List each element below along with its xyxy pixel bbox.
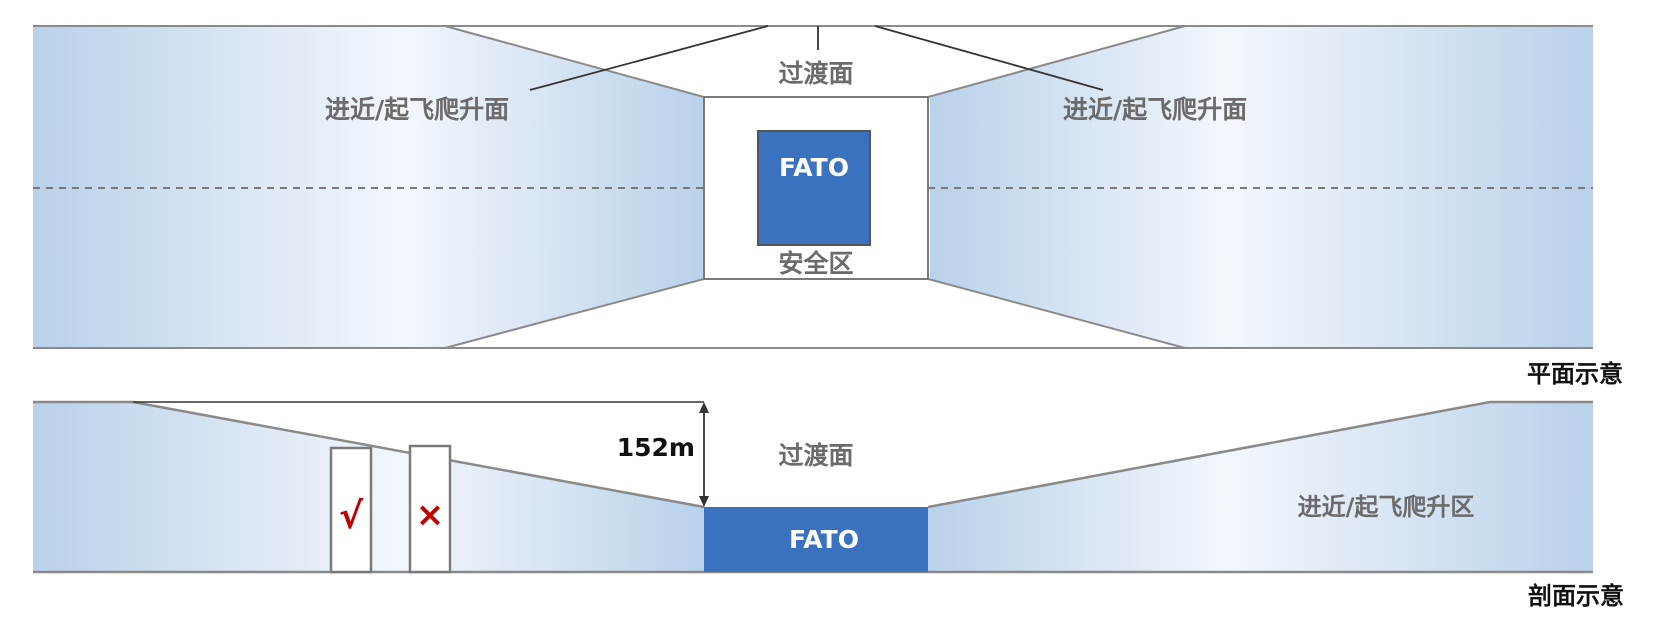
leader-line-right	[874, 25, 1104, 91]
obstacle-allowed	[329, 446, 373, 574]
plan-caption: 平面示意	[1527, 360, 1623, 388]
section-right-zone-label: 进近/起飞爬升区	[1298, 493, 1475, 521]
section-fato-label: FATO	[789, 525, 859, 554]
plan-view: 进近/起飞爬升面 进近/起飞爬升面 过渡面 FATO 安全区 平面示意	[33, 25, 1623, 388]
plan-safety-area-label: 安全区	[778, 249, 853, 278]
plan-transition-label: 过渡面	[778, 59, 853, 88]
section-transition-label: 过渡面	[778, 441, 853, 470]
leader-line-left	[529, 25, 769, 91]
height-arrow-down	[699, 496, 709, 507]
section-fato	[704, 507, 928, 572]
height-arrow-up	[699, 402, 709, 413]
plan-left-surface	[33, 26, 705, 348]
section-right-slope	[927, 400, 1593, 509]
section-view: √ × 152m FATO 过渡面 进近/起飞爬升区 剖面示意	[33, 400, 1624, 610]
section-right-zone	[928, 402, 1593, 572]
plan-fato	[757, 130, 871, 246]
plan-right-surface-label: 进近/起飞爬升面	[1063, 95, 1247, 124]
plan-left-surface-label: 进近/起飞爬升面	[325, 95, 509, 124]
obstacle-not-allowed	[408, 444, 452, 574]
plan-right-surface	[930, 26, 1593, 348]
check-mark-icon: √	[339, 496, 364, 537]
plan-fato-label: FATO	[779, 153, 849, 182]
cross-mark-icon: ×	[416, 495, 445, 535]
section-caption: 剖面示意	[1528, 582, 1624, 610]
height-label: 152m	[617, 433, 695, 462]
